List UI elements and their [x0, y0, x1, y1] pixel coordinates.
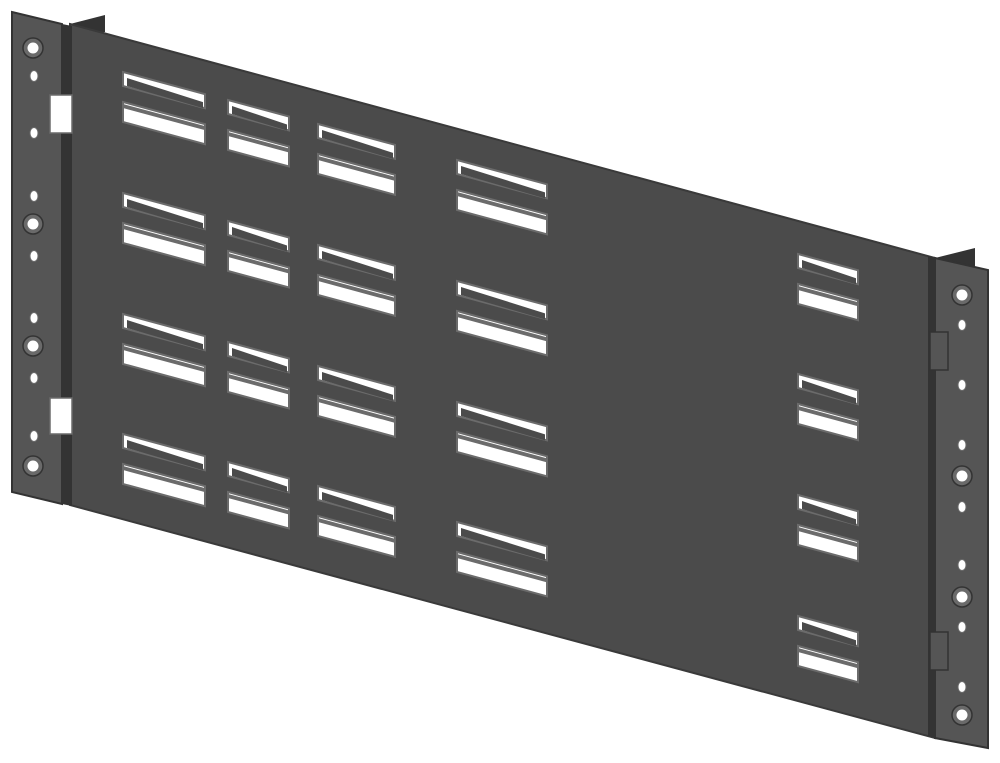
vent-slot-upper-shadow: [802, 622, 856, 647]
small-hole: [29, 127, 39, 139]
vent-slot-upper-shadow: [322, 372, 393, 401]
vent-slot-upper-shadow: [127, 320, 203, 351]
vent-slot-lower-lip: [228, 253, 289, 274]
right-flange: [928, 256, 989, 750]
small-hole: [957, 559, 967, 571]
right-flange-notch: [929, 331, 949, 371]
small-hole: [957, 439, 967, 451]
mounting-hole-center: [27, 42, 39, 54]
small-hole: [957, 621, 967, 633]
mounting-hole-center: [27, 460, 39, 472]
vent-slot-upper-shadow: [322, 251, 393, 280]
vent-slot-upper-shadow: [232, 106, 287, 131]
small-hole: [29, 190, 39, 202]
small-hole: [29, 70, 39, 82]
vent-slot-lower-lip: [798, 286, 858, 307]
mounting-hole-center: [956, 289, 968, 301]
vent-slot-lower-lip: [318, 398, 395, 423]
right-flange-bend: [928, 256, 936, 738]
vent-slot-lower-lip: [457, 192, 547, 221]
vent-slot-lower-lip: [798, 406, 858, 427]
mounting-hole-center: [956, 591, 968, 603]
vent-slot-upper-shadow: [127, 440, 203, 471]
vent-slot-lower-lip: [798, 648, 858, 669]
mounting-hole-center: [27, 340, 39, 352]
mounting-hole-center: [956, 709, 968, 721]
vent-slot-upper-shadow: [322, 130, 393, 159]
vent-slot-upper-shadow: [232, 227, 287, 252]
vent-slot-lower-lip: [457, 554, 547, 583]
vent-slot-upper-shadow: [232, 348, 287, 373]
mounting-hole-center: [956, 470, 968, 482]
small-hole: [957, 319, 967, 331]
vent-slot-upper-shadow: [127, 78, 203, 109]
small-hole: [957, 681, 967, 693]
left-flange-bend: [62, 24, 72, 506]
vent-slot-upper-shadow: [802, 501, 856, 526]
vent-slot-upper-shadow: [461, 408, 545, 441]
vent-slot-lower-lip: [457, 434, 547, 463]
vent-slot-upper-shadow: [461, 166, 545, 199]
small-hole: [957, 501, 967, 513]
left-flange-notch: [49, 94, 73, 134]
vent-slot-lower-lip: [228, 494, 289, 515]
vent-slot-upper-shadow: [232, 468, 287, 493]
vent-slot-lower-lip: [318, 277, 395, 302]
vent-slot-lower-lip: [457, 313, 547, 342]
vent-slot-upper-shadow: [322, 492, 393, 521]
vent-slot-lower-lip: [123, 466, 205, 493]
vent-slot-upper-shadow: [127, 199, 203, 230]
vent-slot-upper-shadow: [802, 260, 856, 285]
right-flange-notch: [929, 631, 949, 671]
vent-slot-lower-lip: [228, 374, 289, 395]
vent-slot-lower-lip: [318, 156, 395, 181]
small-hole: [29, 250, 39, 262]
vent-slot-upper-shadow: [461, 528, 545, 561]
left-flange: [11, 10, 73, 506]
mounting-hole-center: [27, 218, 39, 230]
vent-slot-lower-lip: [123, 346, 205, 373]
small-hole: [29, 372, 39, 384]
small-hole: [957, 379, 967, 391]
vent-slot-lower-lip: [123, 104, 205, 131]
vent-slot-upper-shadow: [802, 380, 856, 405]
vent-slot-lower-lip: [318, 518, 395, 543]
vent-slot-lower-lip: [798, 527, 858, 548]
small-hole: [29, 312, 39, 324]
vent-slot-lower-lip: [228, 132, 289, 153]
vent-slot-upper-shadow: [461, 287, 545, 320]
left-flange-notch: [49, 397, 73, 435]
small-hole: [29, 430, 39, 442]
vent-slot-lower-lip: [123, 225, 205, 252]
slot-grid: [122, 70, 859, 684]
